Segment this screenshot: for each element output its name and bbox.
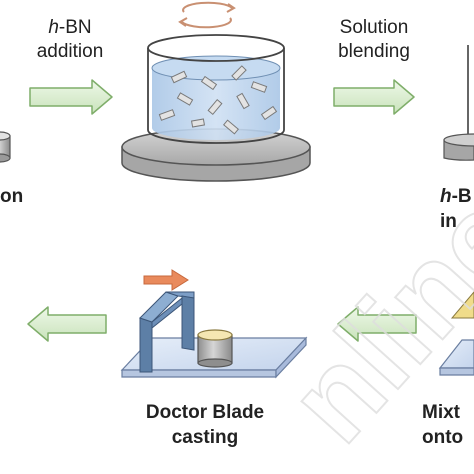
right-arrow-icon <box>29 79 113 115</box>
right-cut-label: h-B in <box>440 184 474 234</box>
mixture-cut-label: Mixt onto <box>422 400 474 450</box>
cut-off-plate-right <box>438 291 474 376</box>
doctor-blade-setup <box>120 291 308 379</box>
right-arrow-icon <box>143 269 189 291</box>
solution-blending-line1: Solution <box>339 17 409 38</box>
left-arrow-icon <box>337 306 417 342</box>
mixture-cut-line2: onto <box>422 427 464 448</box>
right-cut-rest: -B <box>451 186 472 207</box>
hbn-h-italic: h <box>48 17 59 38</box>
mixture-cut-line1: Mixt <box>422 402 460 423</box>
cut-off-container-right <box>443 45 474 161</box>
stirrer-platform <box>121 128 311 182</box>
left-arrow-icon <box>27 306 107 342</box>
solution-blending-line2: blending <box>338 41 410 62</box>
right-arrow-icon <box>333 79 415 115</box>
cut-off-cylinder-left <box>0 131 11 163</box>
doctor-blade-label: Doctor Blade casting <box>130 400 280 450</box>
solution-blending-label: Solution blending <box>322 16 426 64</box>
left-cut-text: on <box>0 186 24 207</box>
hbn-addition-line2: addition <box>36 41 104 62</box>
doctor-blade-line2: casting <box>171 427 239 448</box>
hbn-rest: -BN <box>58 17 92 38</box>
right-cut-h-italic: h <box>440 186 452 207</box>
right-cut-line2: in <box>440 211 457 232</box>
rotate-arrows-icon <box>178 1 236 29</box>
beaker <box>147 34 285 144</box>
hbn-addition-label: h-BN addition <box>24 16 116 64</box>
doctor-blade-line1: Doctor Blade <box>145 402 265 423</box>
hbn-flakes <box>158 65 278 135</box>
left-cut-label: on <box>0 184 24 209</box>
